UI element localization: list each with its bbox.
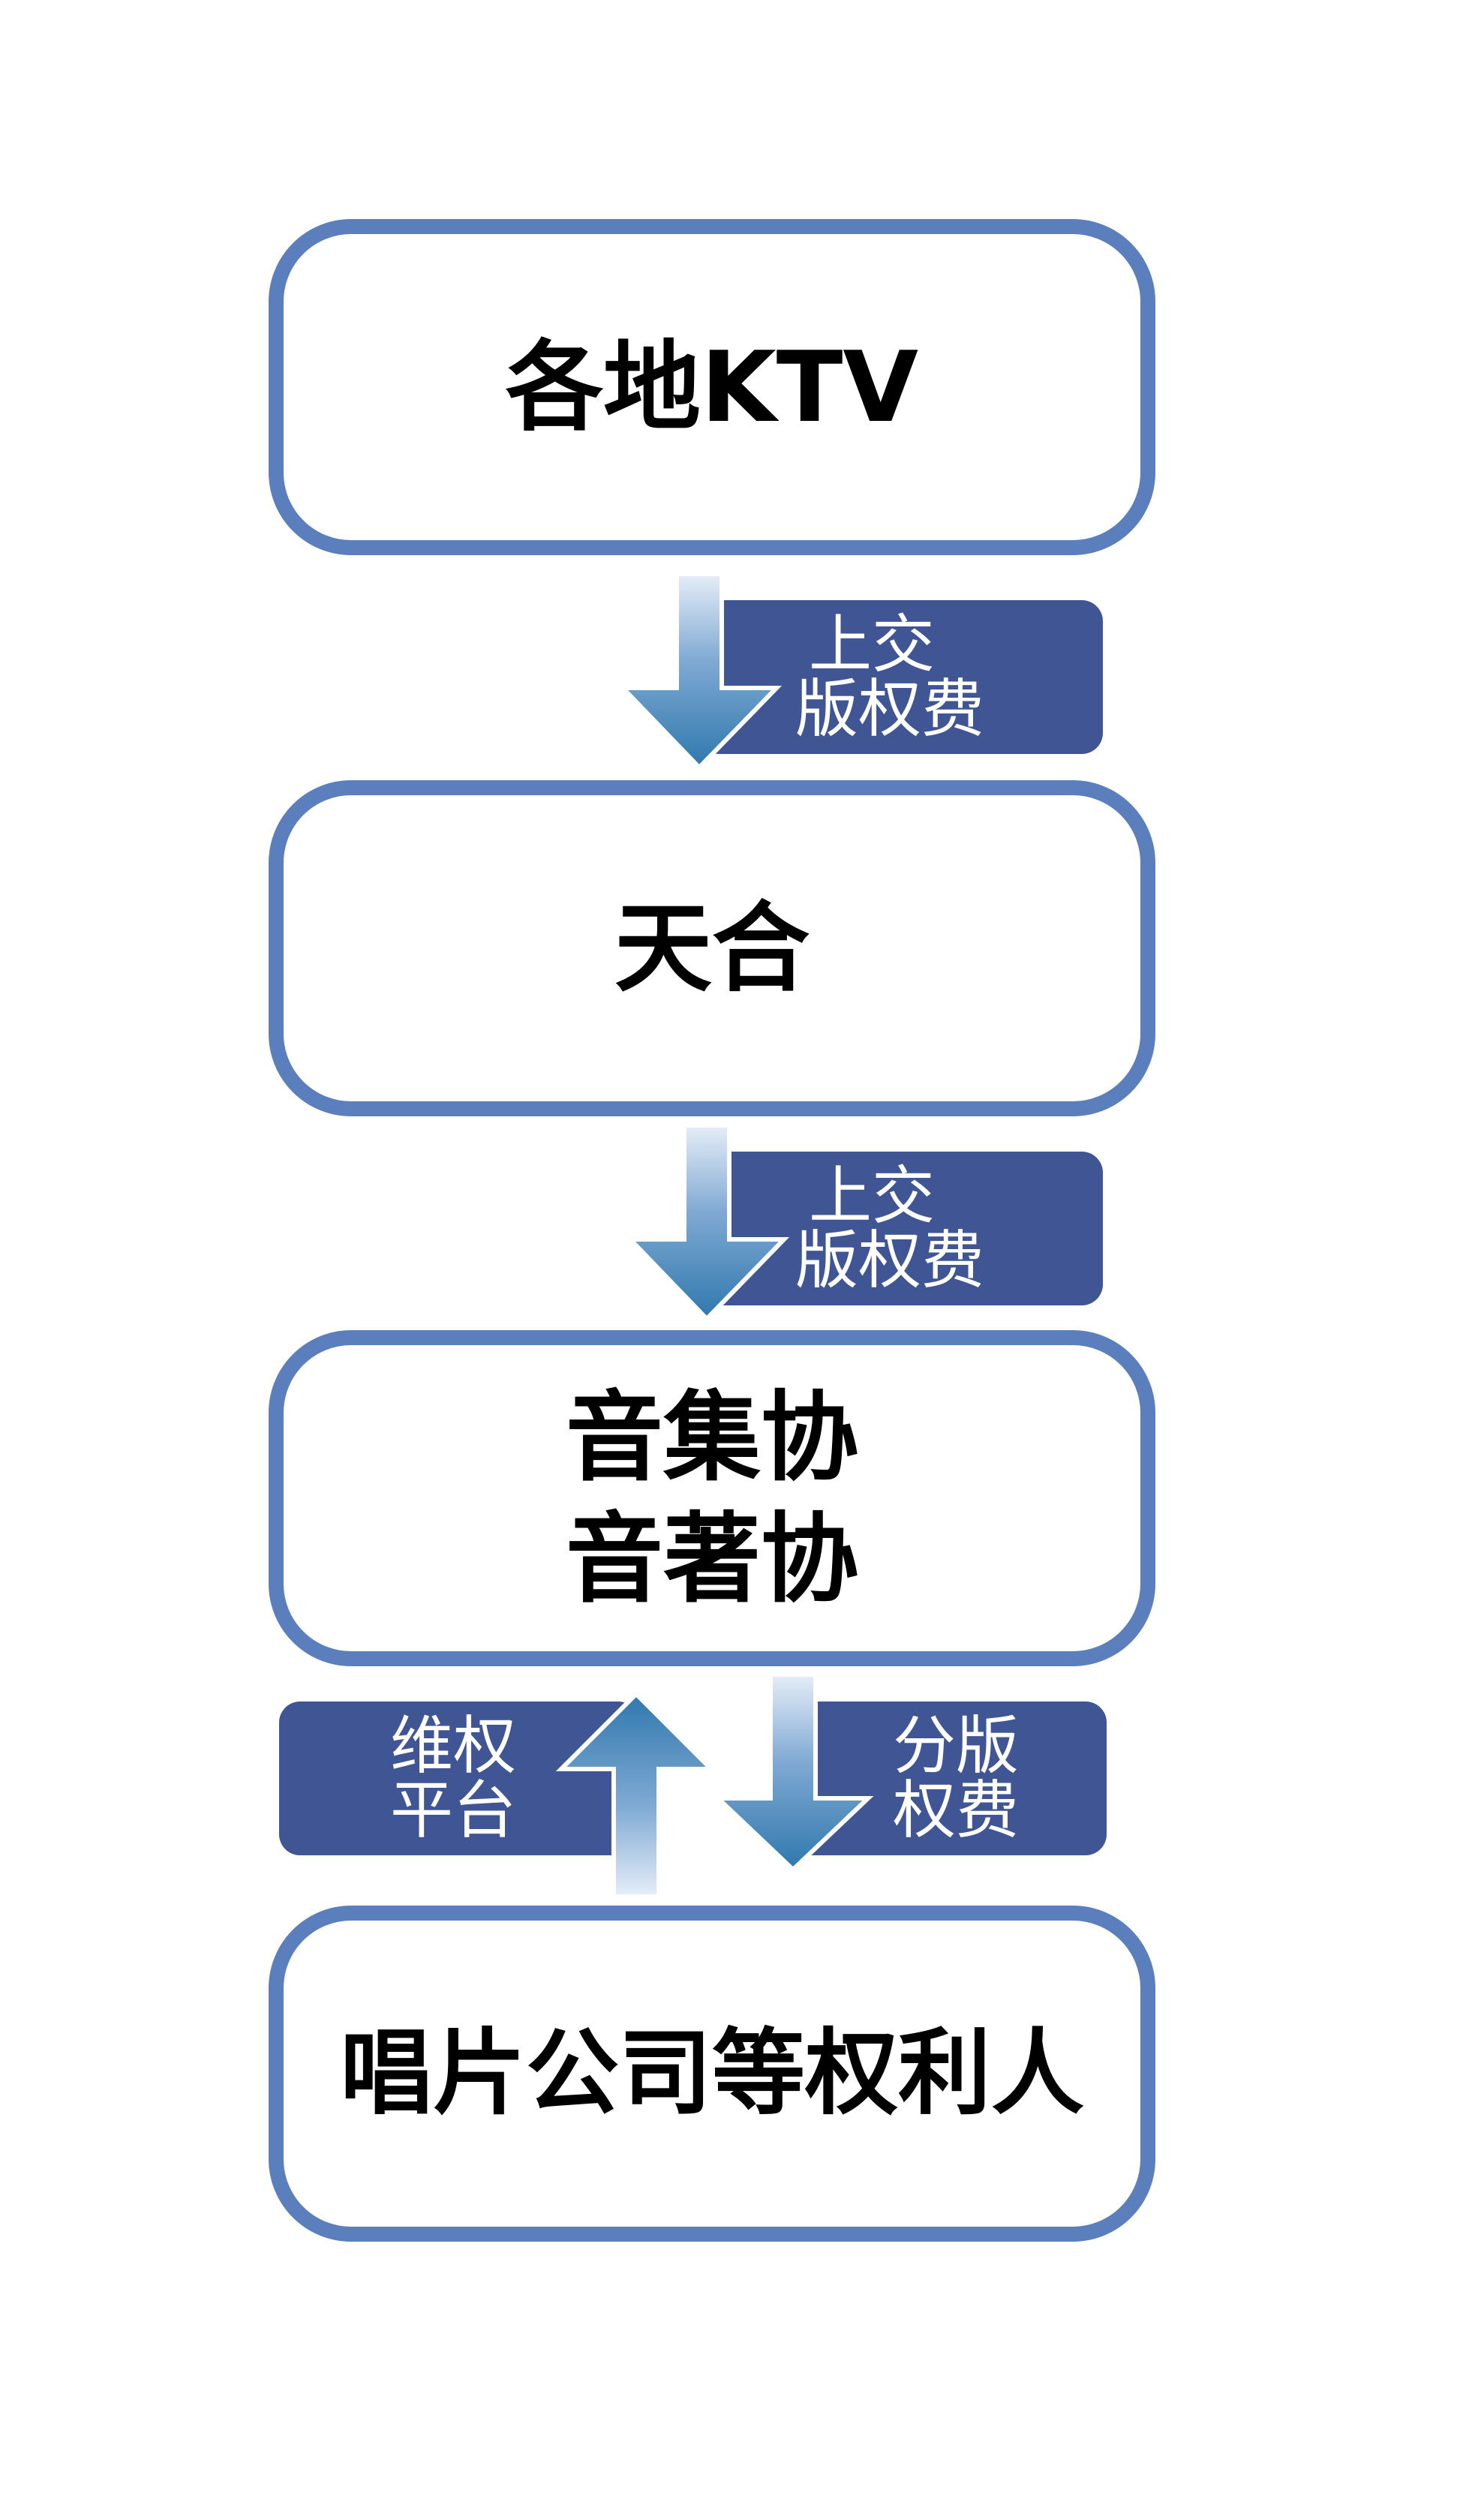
node-ktv: 各地KTV: [269, 219, 1155, 555]
arrow-down-icon: [712, 1672, 874, 1873]
edge-label-line-1: 分版: [893, 1708, 1020, 1783]
node-rights-holders: 唱片公司等权利人: [269, 1906, 1155, 2242]
edge-label-royalty-distribution: 分版 权费: [780, 1702, 1107, 1855]
node-associations-line-1: 音集协: [565, 1380, 858, 1494]
edge-label-line-2: 平台: [390, 1773, 517, 1847]
node-rights-holders-label: 唱片公司等权利人: [339, 2019, 1084, 2128]
node-ktv-label: 各地KTV: [505, 329, 919, 444]
node-associations-line-2: 音著协: [565, 1502, 858, 1616]
arrow-up-icon: [555, 1690, 717, 1899]
node-tianhe: 天合: [269, 780, 1155, 1116]
edge-label-line-2: 权费: [893, 1773, 1020, 1847]
edge-label-line-2: 版权费: [795, 1223, 985, 1297]
edge-label-rights-platform: 维权 平台: [279, 1702, 639, 1855]
node-associations: 音集协 音著协: [269, 1330, 1155, 1666]
edge-label-line-1: 上交: [809, 607, 936, 681]
arrow-down-icon: [624, 1123, 790, 1323]
edge-label-line-1: 维权: [390, 1708, 517, 1783]
edge-label-line-1: 上交: [809, 1158, 936, 1233]
edge-label-line-2: 版权费: [795, 671, 985, 746]
arrow-down-icon: [617, 572, 783, 771]
node-tianhe-label: 天合: [614, 891, 810, 1005]
edge-label-tianhe-to-associations: 上交 版权费: [698, 1152, 1103, 1305]
edge-label-ktv-to-tianhe: 上交 版权费: [698, 600, 1103, 754]
